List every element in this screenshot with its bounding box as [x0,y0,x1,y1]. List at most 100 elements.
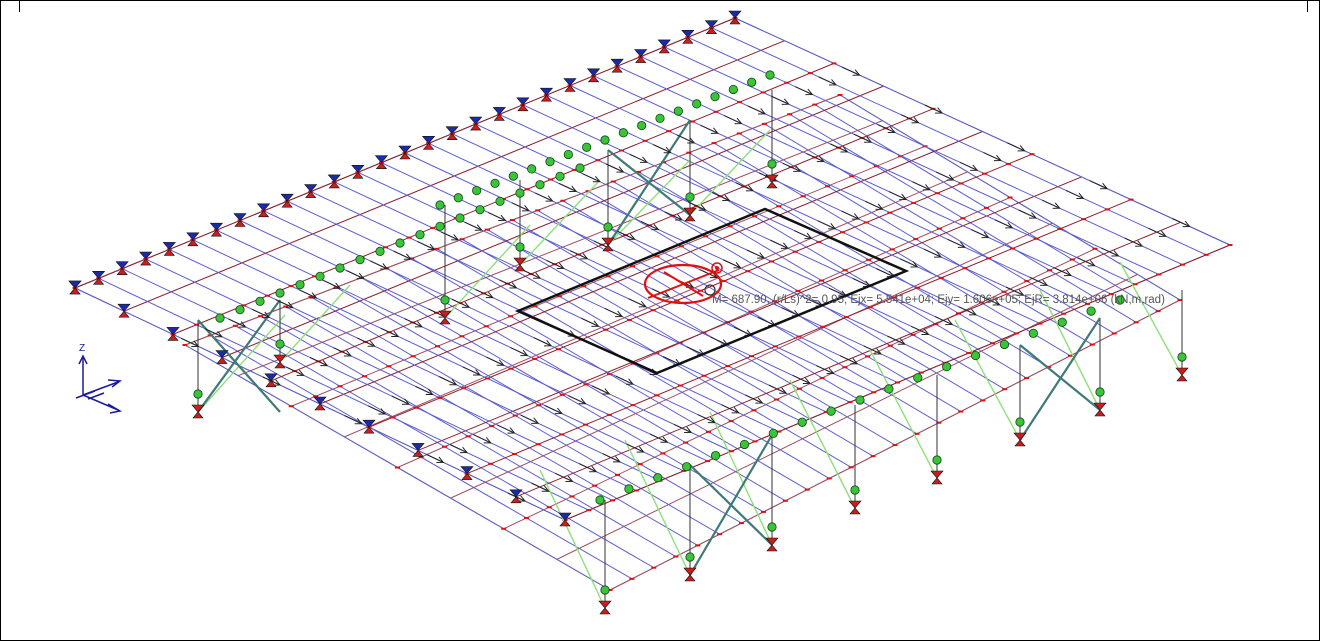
load-arrow [971,229,989,238]
load-arrow [511,202,530,212]
support-icon [233,213,247,227]
node-icon [747,77,757,87]
joint-mark [837,94,843,96]
load-arrow-head [616,166,625,173]
load-arrow-head [320,359,329,367]
joint-mark [819,376,825,379]
frame-tick-right [1307,0,1308,12]
node-icon [1115,295,1125,305]
load-arrow-head [517,495,527,502]
node-icon [440,295,450,305]
load-arrow [555,472,573,482]
load-arrow-head [698,204,707,211]
support-icon [117,303,131,318]
load-arrow [204,328,223,338]
node-icon [515,242,525,252]
load-arrow-head [356,272,365,280]
load-arrow-head [636,446,645,453]
load-arrow [462,366,481,376]
load-arrow-head [1135,240,1144,247]
joint-mark [1024,280,1030,283]
joint-mark [1029,153,1035,156]
joint-mark [510,219,515,221]
beam-line [98,277,589,511]
load-arrow-head [981,231,990,239]
joint-mark [1111,332,1117,335]
joint-mark [784,81,790,84]
load-arrow [934,316,953,325]
support-icon [445,126,459,141]
joint-mark [933,323,939,326]
joint-mark [313,395,319,398]
node-icon [215,313,225,323]
cross-brace [197,319,281,413]
support-icon [304,184,318,198]
frame-tick-left [19,0,20,12]
diaphragm-rectangle[interactable] [514,207,910,375]
node-icon [685,192,695,202]
load-arrow-head [285,301,294,309]
load-arrow-head [333,282,342,289]
cross-brace [197,299,281,413]
joint-mark [1085,302,1090,305]
brace-line [1119,261,1183,376]
joint-mark [560,199,566,202]
joint-mark [711,142,717,145]
joint-mark [434,247,440,250]
load-arrow-head [449,378,458,386]
joint-mark [508,367,514,370]
beam-line [404,152,898,383]
node-icon [1086,306,1096,316]
node-icon [435,221,445,231]
joint-mark [1037,322,1043,325]
load-arrow [580,317,599,327]
joint-mark [870,455,876,458]
joint-mark [914,432,920,435]
joint-mark [982,172,988,175]
brace-line [607,159,691,246]
node-icon [942,362,952,372]
beam-line [192,239,684,472]
load-arrow-head [391,330,400,338]
load-arrow [700,124,719,134]
load-arrow [544,404,563,414]
joint-mark [866,258,872,261]
load-arrow [721,404,739,414]
node-icon [415,230,425,240]
joint-mark [842,366,848,369]
load-arrow [605,163,624,173]
load-arrow [688,201,706,211]
joint-mark [703,235,709,238]
load-arrow [640,221,659,231]
support-icon [398,145,412,160]
load-arrow [299,289,317,299]
load-arrow-head [921,328,930,335]
load-arrow-head [935,107,944,114]
joint-mark [1180,263,1185,266]
load-arrow-head [734,117,743,125]
node-icon [255,296,265,306]
load-arrow-head [674,214,684,221]
support-icon [509,489,523,504]
load-arrow-head [1087,259,1096,267]
center-of-mass-icon[interactable] [643,262,723,305]
support-icon [492,107,506,121]
load-arrow [887,335,905,345]
load-arrow-head [496,359,505,366]
node-icon [527,164,537,174]
load-arrow [744,394,763,404]
support-icon [273,354,287,369]
load-arrow [1065,189,1084,199]
joint-mark [501,527,507,530]
load-arrow [817,220,836,230]
load-arrow [829,143,848,153]
load-arrow [888,191,907,200]
joint-mark [705,430,711,433]
joint-mark [1069,258,1075,261]
joint-mark [241,304,247,307]
load-arrow-head [804,232,813,240]
brace-line [869,349,938,479]
beam-line [428,142,922,374]
brace-line [1039,289,1101,411]
